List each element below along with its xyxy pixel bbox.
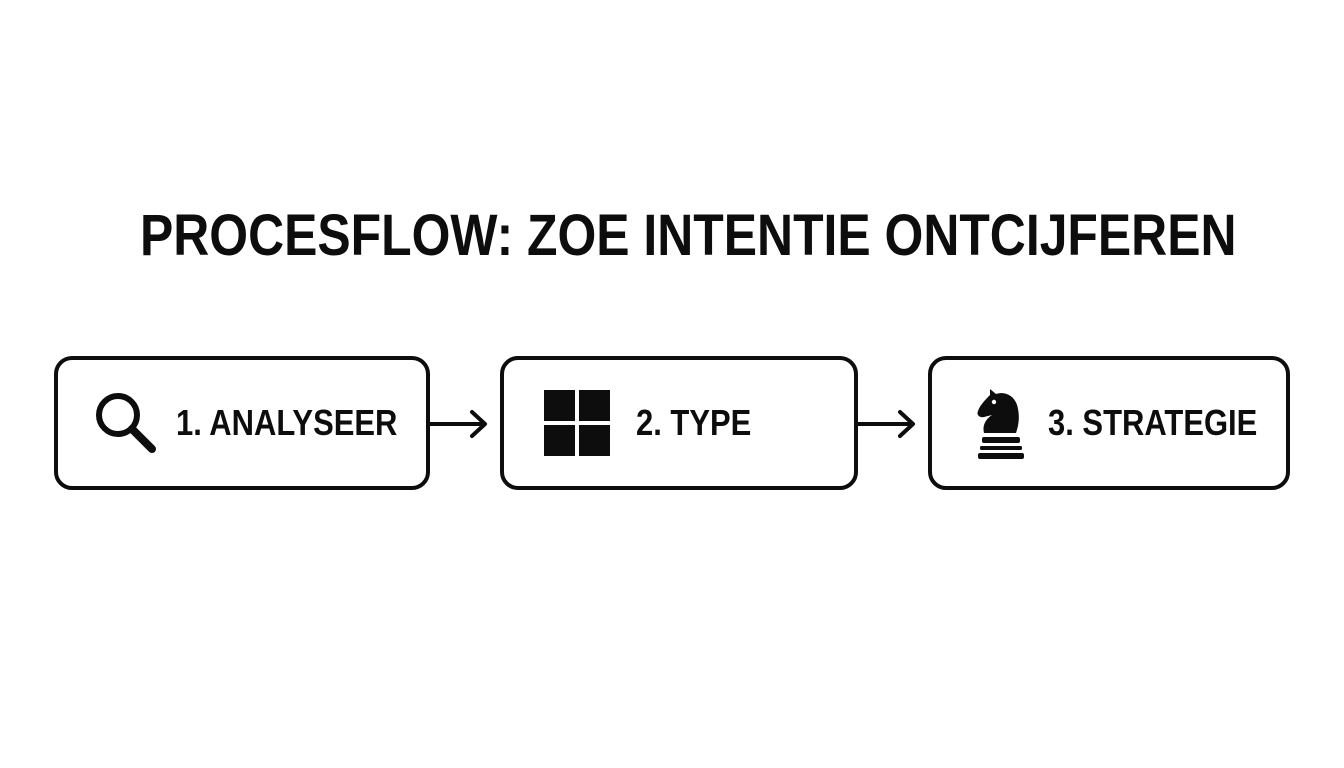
step-box-type: 2. TYPE xyxy=(500,356,858,490)
arrow-right-icon xyxy=(428,410,487,438)
four-squares-grid-icon xyxy=(544,390,610,456)
magnifying-glass-icon xyxy=(96,393,156,453)
step-label: 3. STRATEGIE xyxy=(1048,402,1258,443)
diagram-title: PROCESFLOW: ZOE INTENTIE ONTCIJFEREN xyxy=(140,203,1237,268)
step-label: 1. ANALYSEER xyxy=(176,402,398,443)
arrow-right-icon xyxy=(856,410,915,438)
step-box-analyseer: 1. ANALYSEER xyxy=(54,356,430,490)
step-label: 2. TYPE xyxy=(636,402,752,443)
step-box-strategie: 3. STRATEGIE xyxy=(928,356,1290,490)
chess-knight-icon xyxy=(977,389,1024,459)
